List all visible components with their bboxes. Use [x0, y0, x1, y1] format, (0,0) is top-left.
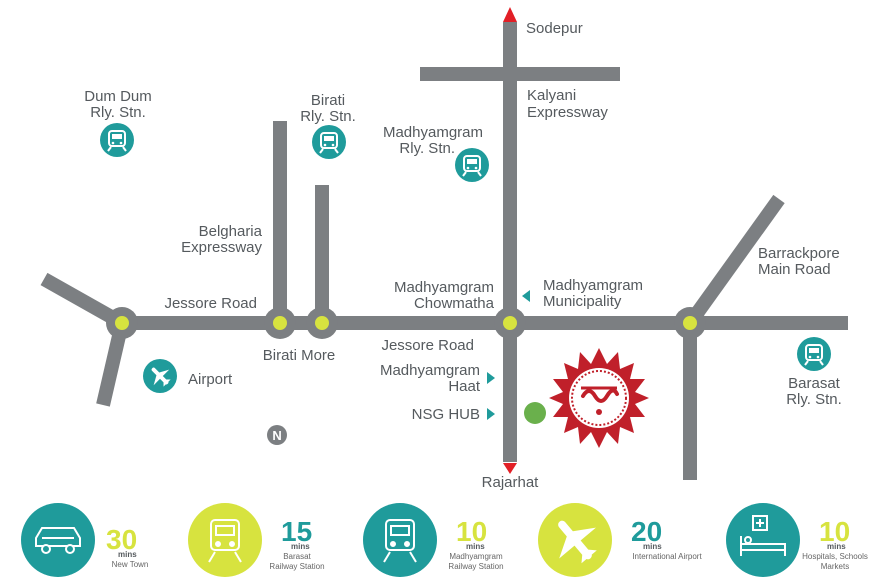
junction-nodes [106, 307, 706, 339]
distance-unit: mins [118, 550, 137, 559]
north-road-arrow [503, 7, 517, 22]
label-birati-stn-1: Birati [311, 92, 345, 109]
distance-destination-2: Railway Station [448, 562, 503, 571]
label-birati-more: Birati More [263, 347, 336, 364]
train-icon [383, 519, 417, 563]
label-jessore-left: Jessore Road [164, 295, 257, 312]
project-location-dot [524, 402, 546, 424]
distance-unit: mins [466, 542, 485, 551]
distance-unit: mins [643, 542, 662, 551]
label-rajarhat: Rajarhat [482, 474, 540, 491]
distance-strip: 30 mins New Town 15 mins Barasat Railway… [21, 503, 868, 577]
label-barasat-stn-2: Rly. Stn. [786, 391, 842, 408]
birati-station-icon [312, 125, 346, 159]
south-road-arrow [503, 463, 517, 474]
madhyamgram-station-icon [455, 148, 489, 182]
distance-value: 15 [281, 516, 312, 547]
north-label: N [272, 428, 281, 443]
label-belgharia-1: Belgharia [199, 223, 263, 240]
distance-item: 30 mins New Town [21, 503, 148, 577]
distance-unit: mins [291, 542, 310, 551]
label-chowmatha-1: Madhyamgram [394, 279, 494, 296]
distance-destination-2: Markets [821, 562, 849, 571]
distance-destination: International Airport [632, 552, 702, 561]
dumdum-station-icon [100, 123, 134, 157]
distance-destination-2: Railway Station [269, 562, 324, 571]
distance-item: 20 mins International Airport [538, 503, 702, 577]
municipality-pointer-icon [522, 290, 530, 302]
distance-destination: Madhyamgram [449, 552, 503, 561]
label-municipality-1: Madhyamgram [543, 277, 643, 294]
distance-unit: mins [827, 542, 846, 551]
project-sun-logo-icon [549, 348, 649, 448]
label-belgharia-2: Expressway [181, 239, 262, 256]
distance-item: 15 mins Barasat Railway Station [188, 503, 325, 577]
barrackpore-main-road [684, 194, 785, 328]
label-birati-stn-2: Rly. Stn. [300, 108, 356, 125]
distance-destination: Barasat [283, 552, 311, 561]
distance-item: 10 mins Madhyamgram Railway Station [363, 503, 504, 577]
label-nsg-hub: NSG HUB [412, 406, 480, 423]
hospital-bed-icon [740, 515, 786, 556]
distance-destination: Hospitals, Schools [802, 552, 868, 561]
distance-item: 10 mins Hospitals, Schools Markets [726, 503, 868, 577]
label-madhyamgram-stn-1: Madhyamgram [383, 124, 483, 141]
label-haat-1: Madhyamgram [380, 362, 480, 379]
car-icon [35, 527, 81, 554]
label-dumdum-1: Dum Dum [84, 88, 152, 105]
nsg-pointer-icon [487, 408, 495, 420]
label-barrackpore-1: Barrackpore [758, 245, 840, 262]
distance-destination: New Town [112, 560, 149, 569]
label-sodepur: Sodepur [526, 20, 583, 37]
label-madhyamgram-stn-2: Rly. Stn. [399, 140, 455, 157]
label-airport: Airport [188, 371, 233, 388]
distance-value: 20 [631, 516, 662, 547]
roads [40, 22, 848, 480]
map-labels: Sodepur Kalyani Expressway Dum Dum Rly. … [84, 20, 842, 491]
label-jessore-right: Jessore Road [381, 337, 474, 354]
label-dumdum-2: Rly. Stn. [90, 104, 146, 121]
label-kalyani-2: Expressway [527, 104, 608, 121]
distance-value: 30 [106, 524, 137, 555]
north-compass-icon: N [267, 425, 287, 445]
label-barrackpore-2: Main Road [758, 261, 831, 278]
label-municipality-2: Municipality [543, 293, 622, 310]
haat-pointer-icon [487, 372, 495, 384]
airport-plane-icon [143, 359, 177, 393]
label-chowmatha-2: Chowmatha [414, 295, 495, 312]
label-barasat-stn-1: Barasat [788, 375, 841, 392]
barasat-station-icon [797, 337, 831, 371]
label-haat-2: Haat [448, 378, 481, 395]
distance-value: 10 [456, 516, 487, 547]
label-kalyani-1: Kalyani [527, 87, 576, 104]
train-icon [208, 519, 242, 563]
distance-value: 10 [819, 516, 850, 547]
